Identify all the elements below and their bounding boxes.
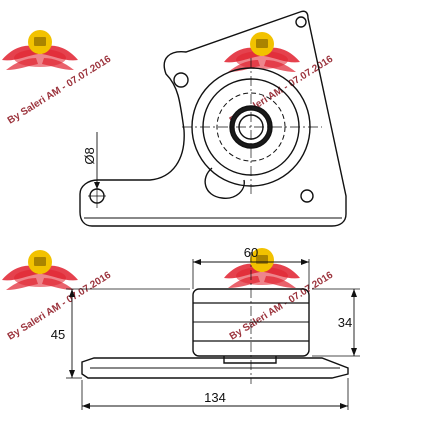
total-height-label: 45 (51, 327, 65, 342)
top-view (79, 10, 347, 227)
hole-dimension-arrow (94, 182, 100, 189)
watermark-top-left: By Saleri AM - 07.07.2016 (2, 30, 113, 127)
dimension-pulley-width (193, 259, 309, 265)
wing-logo (2, 30, 78, 70)
wing-logo (224, 248, 300, 288)
bracket-lobe (204, 167, 245, 199)
dimension-total-height (69, 289, 75, 378)
dimension-base-length (82, 403, 348, 409)
bracket-outline (79, 10, 347, 227)
pulley-height-label: 34 (338, 315, 352, 330)
side-view (66, 252, 360, 410)
hole-diameter-label: Ø8 (82, 147, 97, 164)
wing-logo (2, 250, 78, 290)
pulley-width-label: 60 (244, 245, 258, 260)
wing-logo (224, 32, 300, 72)
mounting-hole-top-right (295, 16, 307, 28)
base-length-label: 134 (204, 390, 226, 405)
mounting-hole-top-left (173, 72, 189, 88)
side-base-plate (81, 357, 349, 379)
mounting-hole-right (300, 189, 314, 203)
side-hub (223, 356, 277, 364)
dimension-pulley-height (351, 289, 357, 356)
